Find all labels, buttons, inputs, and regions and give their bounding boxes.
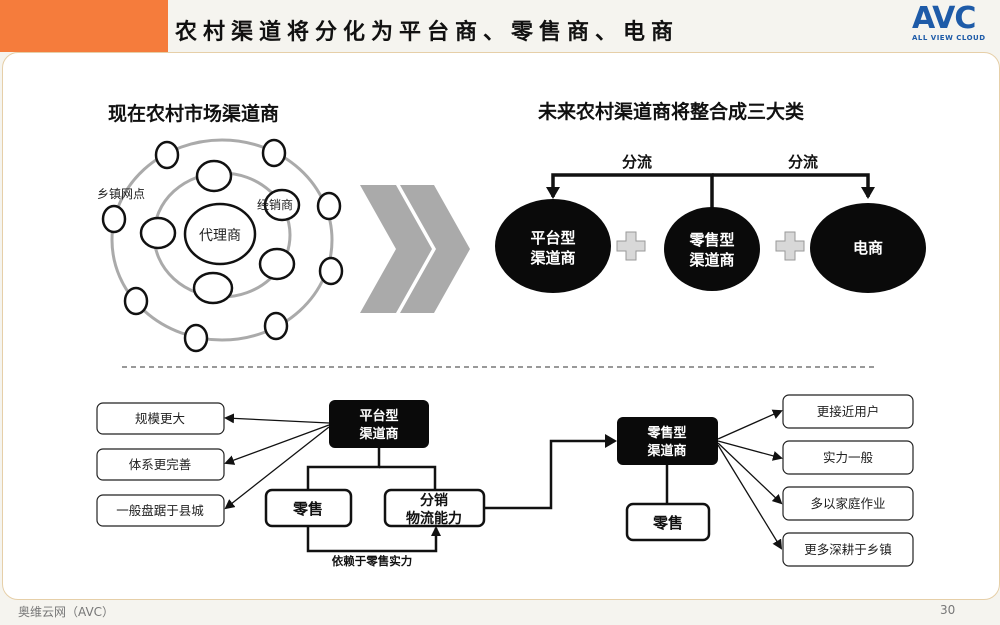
trait-box — [782, 532, 914, 567]
retail-box-label: 零售 — [652, 514, 683, 532]
trait-label: 更多深耕于乡镇 — [804, 542, 892, 557]
left-heading: 现在农村市场渠道商 — [108, 102, 279, 125]
trait-label: 更接近用户 — [817, 404, 880, 419]
category-label: 电商 — [853, 239, 883, 257]
flow-arrow-left — [546, 173, 714, 208]
retail-channel-label: 渠道商 — [646, 443, 686, 459]
middle-node — [195, 159, 233, 193]
category-label: 平台型 — [530, 229, 575, 247]
header-accent-block — [0, 0, 168, 52]
outer-ring — [110, 138, 334, 342]
platform-box-label: 平台型 — [359, 408, 398, 424]
trait-arrow — [717, 442, 783, 505]
page-number: 30 — [940, 603, 956, 617]
center-label: 代理商 — [199, 228, 241, 244]
middle-label: 经销商 — [257, 197, 293, 212]
platform-box-label: 渠道商 — [358, 426, 398, 442]
trait-box — [782, 394, 914, 429]
outer-node — [101, 204, 127, 234]
outer-node — [154, 140, 180, 170]
middle-node — [192, 271, 234, 305]
category-label: 零售型 — [688, 231, 734, 249]
flow-label: 分流 — [788, 153, 818, 171]
center-node — [183, 202, 257, 266]
trait-label: 一般盘踞于县城 — [116, 503, 204, 518]
category-label: 渠道商 — [689, 251, 734, 269]
outer-node — [318, 256, 344, 286]
distribution-label: 分销 — [420, 492, 448, 509]
footer-source: 奥维云网（AVC） — [18, 605, 115, 619]
category-retail — [664, 207, 760, 291]
retail-box-label: 零售 — [292, 500, 323, 518]
trait-box — [96, 494, 225, 527]
trait-arrow — [224, 426, 330, 510]
plus-icon — [775, 231, 805, 261]
trait-arrow — [224, 413, 330, 424]
chevron-right-icon — [360, 185, 432, 313]
slide-title: 农村渠道将分化为平台商、零售商、电商 — [175, 20, 680, 45]
trait-arrow — [717, 444, 783, 550]
channel-arrow — [484, 434, 617, 510]
chevron-right-icon — [400, 185, 470, 313]
trait-arrow — [717, 440, 783, 461]
logo-text: AVC — [912, 1, 976, 36]
trait-arrow — [717, 409, 783, 440]
dependency-arrow — [306, 526, 441, 553]
outer-node — [261, 138, 287, 168]
trait-label: 规模更大 — [135, 411, 185, 426]
trait-label: 多以家庭作业 — [810, 496, 885, 511]
connector-line — [306, 448, 381, 490]
trait-box — [782, 440, 914, 475]
outer-label: 乡镇网点 — [97, 187, 145, 201]
dependency-label: 依赖于零售实力 — [332, 554, 413, 568]
retail-channel-label: 零售型 — [646, 425, 686, 441]
distribution-label: 物流能力 — [406, 510, 462, 527]
outer-node — [123, 286, 149, 316]
outer-node — [316, 191, 342, 221]
outer-node — [183, 323, 209, 353]
trait-label: 实力一般 — [823, 450, 874, 465]
right-heading: 未来农村渠道商将整合成三大类 — [537, 100, 804, 123]
logo-subtitle: ALL VIEW CLOUD — [912, 34, 986, 42]
category-ecommerce — [810, 203, 926, 293]
retail-box-right — [625, 502, 711, 542]
flow-arrow-right — [712, 173, 875, 199]
retail-channel-box — [617, 417, 718, 465]
middle-node — [258, 247, 296, 281]
connector-line — [379, 465, 437, 490]
category-label: 渠道商 — [530, 249, 575, 267]
trait-box — [96, 448, 225, 481]
trait-box — [96, 402, 225, 435]
trait-arrow — [224, 424, 330, 465]
category-platform — [495, 199, 611, 293]
outer-node — [263, 311, 289, 341]
plus-icon — [616, 231, 646, 261]
trait-box — [782, 486, 914, 521]
platform-box — [329, 400, 429, 448]
middle-node — [139, 216, 177, 250]
flow-label: 分流 — [622, 153, 652, 171]
middle-node — [263, 188, 301, 222]
avc-logo: AVC ALL VIEW CLOUD — [912, 4, 992, 48]
trait-label: 体系更完善 — [129, 457, 192, 472]
